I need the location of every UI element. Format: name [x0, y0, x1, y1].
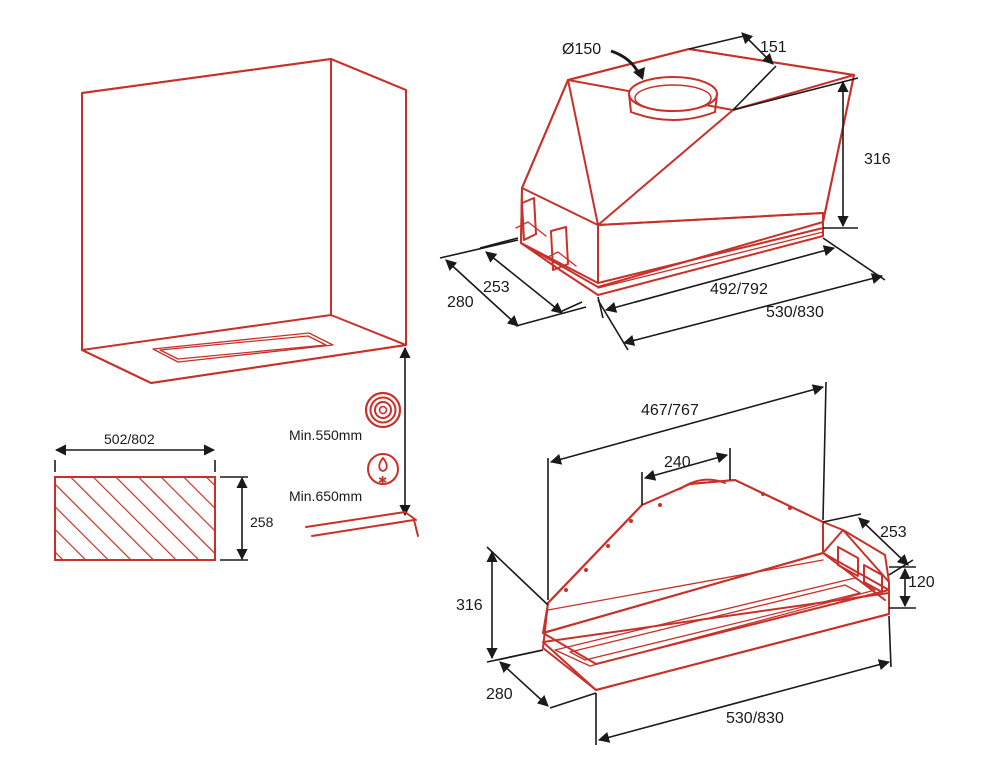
duct-diameter-label: Ø150: [562, 41, 601, 58]
cutout-width-label: 502/802: [104, 431, 155, 447]
cutout-height-label: 258: [250, 514, 274, 530]
bottom-width-label: 530/830: [726, 710, 784, 727]
min-electric-label: Min.550mm: [289, 427, 362, 443]
electric-coil-icon: [364, 391, 402, 429]
gas-flame-icon: ✱: [367, 453, 399, 487]
top-inner-depth-label: 253: [483, 279, 510, 296]
svg-text:✱: ✱: [378, 474, 387, 487]
duct-offset-label: 151: [760, 39, 787, 56]
bottom-top-width-label: 467/767: [641, 402, 699, 419]
hood-bottom-view: [542, 478, 890, 691]
hood-top-view: [515, 48, 855, 296]
bottom-height-label: 316: [456, 597, 483, 614]
cabinet-drawing: [81, 58, 407, 384]
top-inner-width-label: 492/792: [710, 281, 768, 298]
bottom-front-height-label: 120: [908, 574, 935, 591]
cutout-diagram: [54, 444, 248, 561]
top-view-dimensions: [439, 32, 886, 351]
bottom-collar-width-label: 240: [664, 454, 691, 471]
bottom-view-dimensions: [486, 381, 916, 745]
top-height-label: 316: [864, 151, 891, 168]
top-outer-width-label: 530/830: [766, 304, 824, 321]
min-gas-label: Min.650mm: [289, 488, 362, 504]
clearance-dimension: [305, 346, 419, 537]
bottom-depth-label: 280: [486, 686, 513, 703]
bottom-depth-top-label: 253: [880, 524, 907, 541]
top-outer-depth-label: 280: [447, 294, 474, 311]
